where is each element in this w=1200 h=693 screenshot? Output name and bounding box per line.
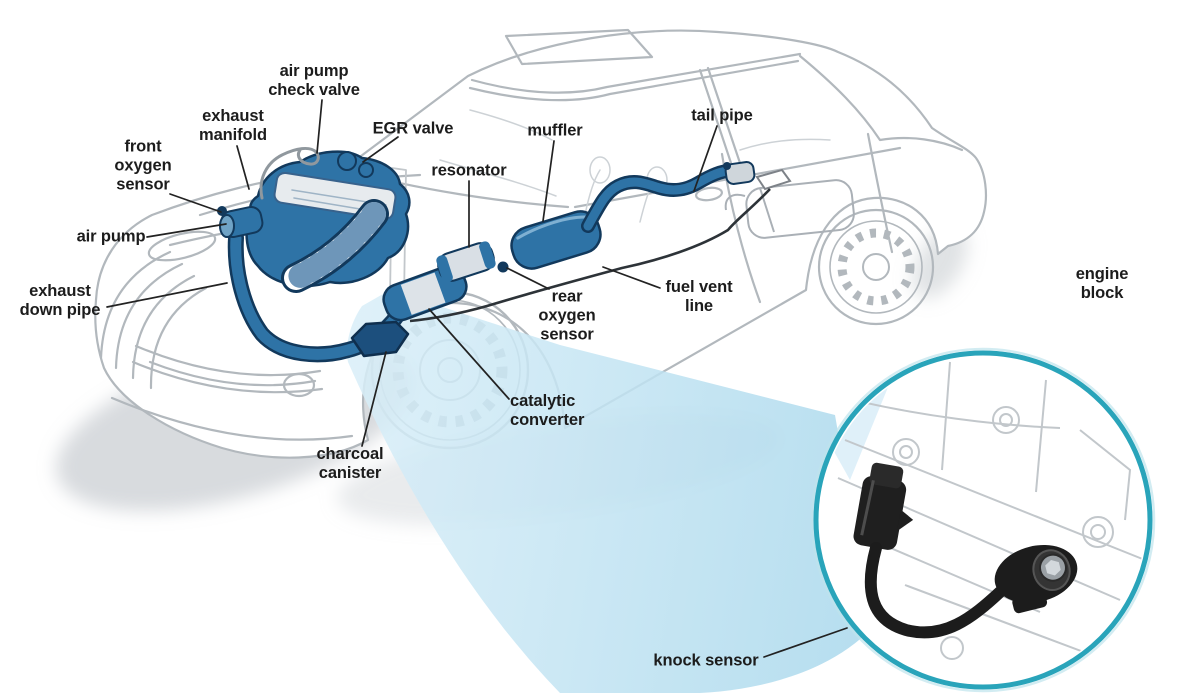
door-handle <box>694 186 724 202</box>
leader-lines <box>106 99 848 658</box>
exhaust-system <box>217 146 756 363</box>
knock-sensor-part <box>853 462 1078 639</box>
rear-wheel <box>817 208 935 326</box>
leader-exhaust-down-pipe <box>106 282 228 308</box>
label-egr-valve: EGR valve <box>372 119 454 138</box>
leader-catalytic-converter <box>428 308 510 400</box>
label-charcoal-canister: charcoal canister <box>316 444 384 482</box>
leader-knock-sensor <box>763 627 848 658</box>
rear-oxygen-sensor-part <box>497 261 509 273</box>
label-knock-sensor: knock sensor <box>653 651 759 670</box>
front-oxygen-sensor-part <box>217 206 227 216</box>
leader-fuel-vent-line <box>602 266 661 289</box>
leader-exhaust-manifold <box>236 145 250 190</box>
label-exhaust-manifold: exhaust manifold <box>199 106 267 144</box>
sensor-cable <box>864 542 1006 639</box>
leader-front-oxygen-sensor <box>169 193 222 213</box>
sunroof <box>504 28 654 66</box>
label-muffler: muffler <box>527 121 583 140</box>
front-grille <box>99 250 208 390</box>
label-air-pump-check-valve: air pump check valve <box>268 61 360 99</box>
leader-charcoal-canister <box>361 351 387 447</box>
label-resonator: resonator <box>431 161 507 180</box>
label-engine-block: engine block <box>1075 264 1129 302</box>
tail-pipe-part <box>581 161 756 233</box>
resonator-part <box>436 241 496 283</box>
fog-lamp <box>282 372 316 398</box>
label-exhaust-down-pipe: exhaust down pipe <box>19 281 101 319</box>
inset-circle <box>810 347 1156 693</box>
leader-muffler <box>542 140 555 222</box>
headlight <box>147 230 217 262</box>
muffler-part <box>510 210 602 270</box>
engine-assembly <box>217 146 411 293</box>
leader-air-pump <box>146 223 227 238</box>
label-fuel-vent-line: fuel vent line <box>665 277 733 315</box>
highlight-beam <box>346 290 872 693</box>
label-rear-oxygen-sensor: rear oxygen sensor <box>538 287 596 344</box>
check-valve-pipe <box>259 146 320 200</box>
charcoal-canister-part <box>350 320 410 358</box>
fuel-vent-line-part <box>409 188 771 323</box>
leader-air-pump-check-valve <box>316 99 323 154</box>
egr-valve-part <box>337 151 374 178</box>
intake-hose <box>281 199 389 293</box>
leader-egr-valve <box>362 136 399 163</box>
label-tail-pipe: tail pipe <box>691 106 753 125</box>
label-catalytic-converter: catalytic converter <box>510 391 585 429</box>
label-air-pump: air pump <box>76 227 146 246</box>
leader-tail-pipe <box>693 125 718 192</box>
label-front-oxygen-sensor: front oxygen sensor <box>114 137 172 194</box>
air-pump-part <box>219 205 264 239</box>
leader-rear-oxygen-sensor <box>506 267 550 290</box>
fuel-tank <box>724 168 855 239</box>
